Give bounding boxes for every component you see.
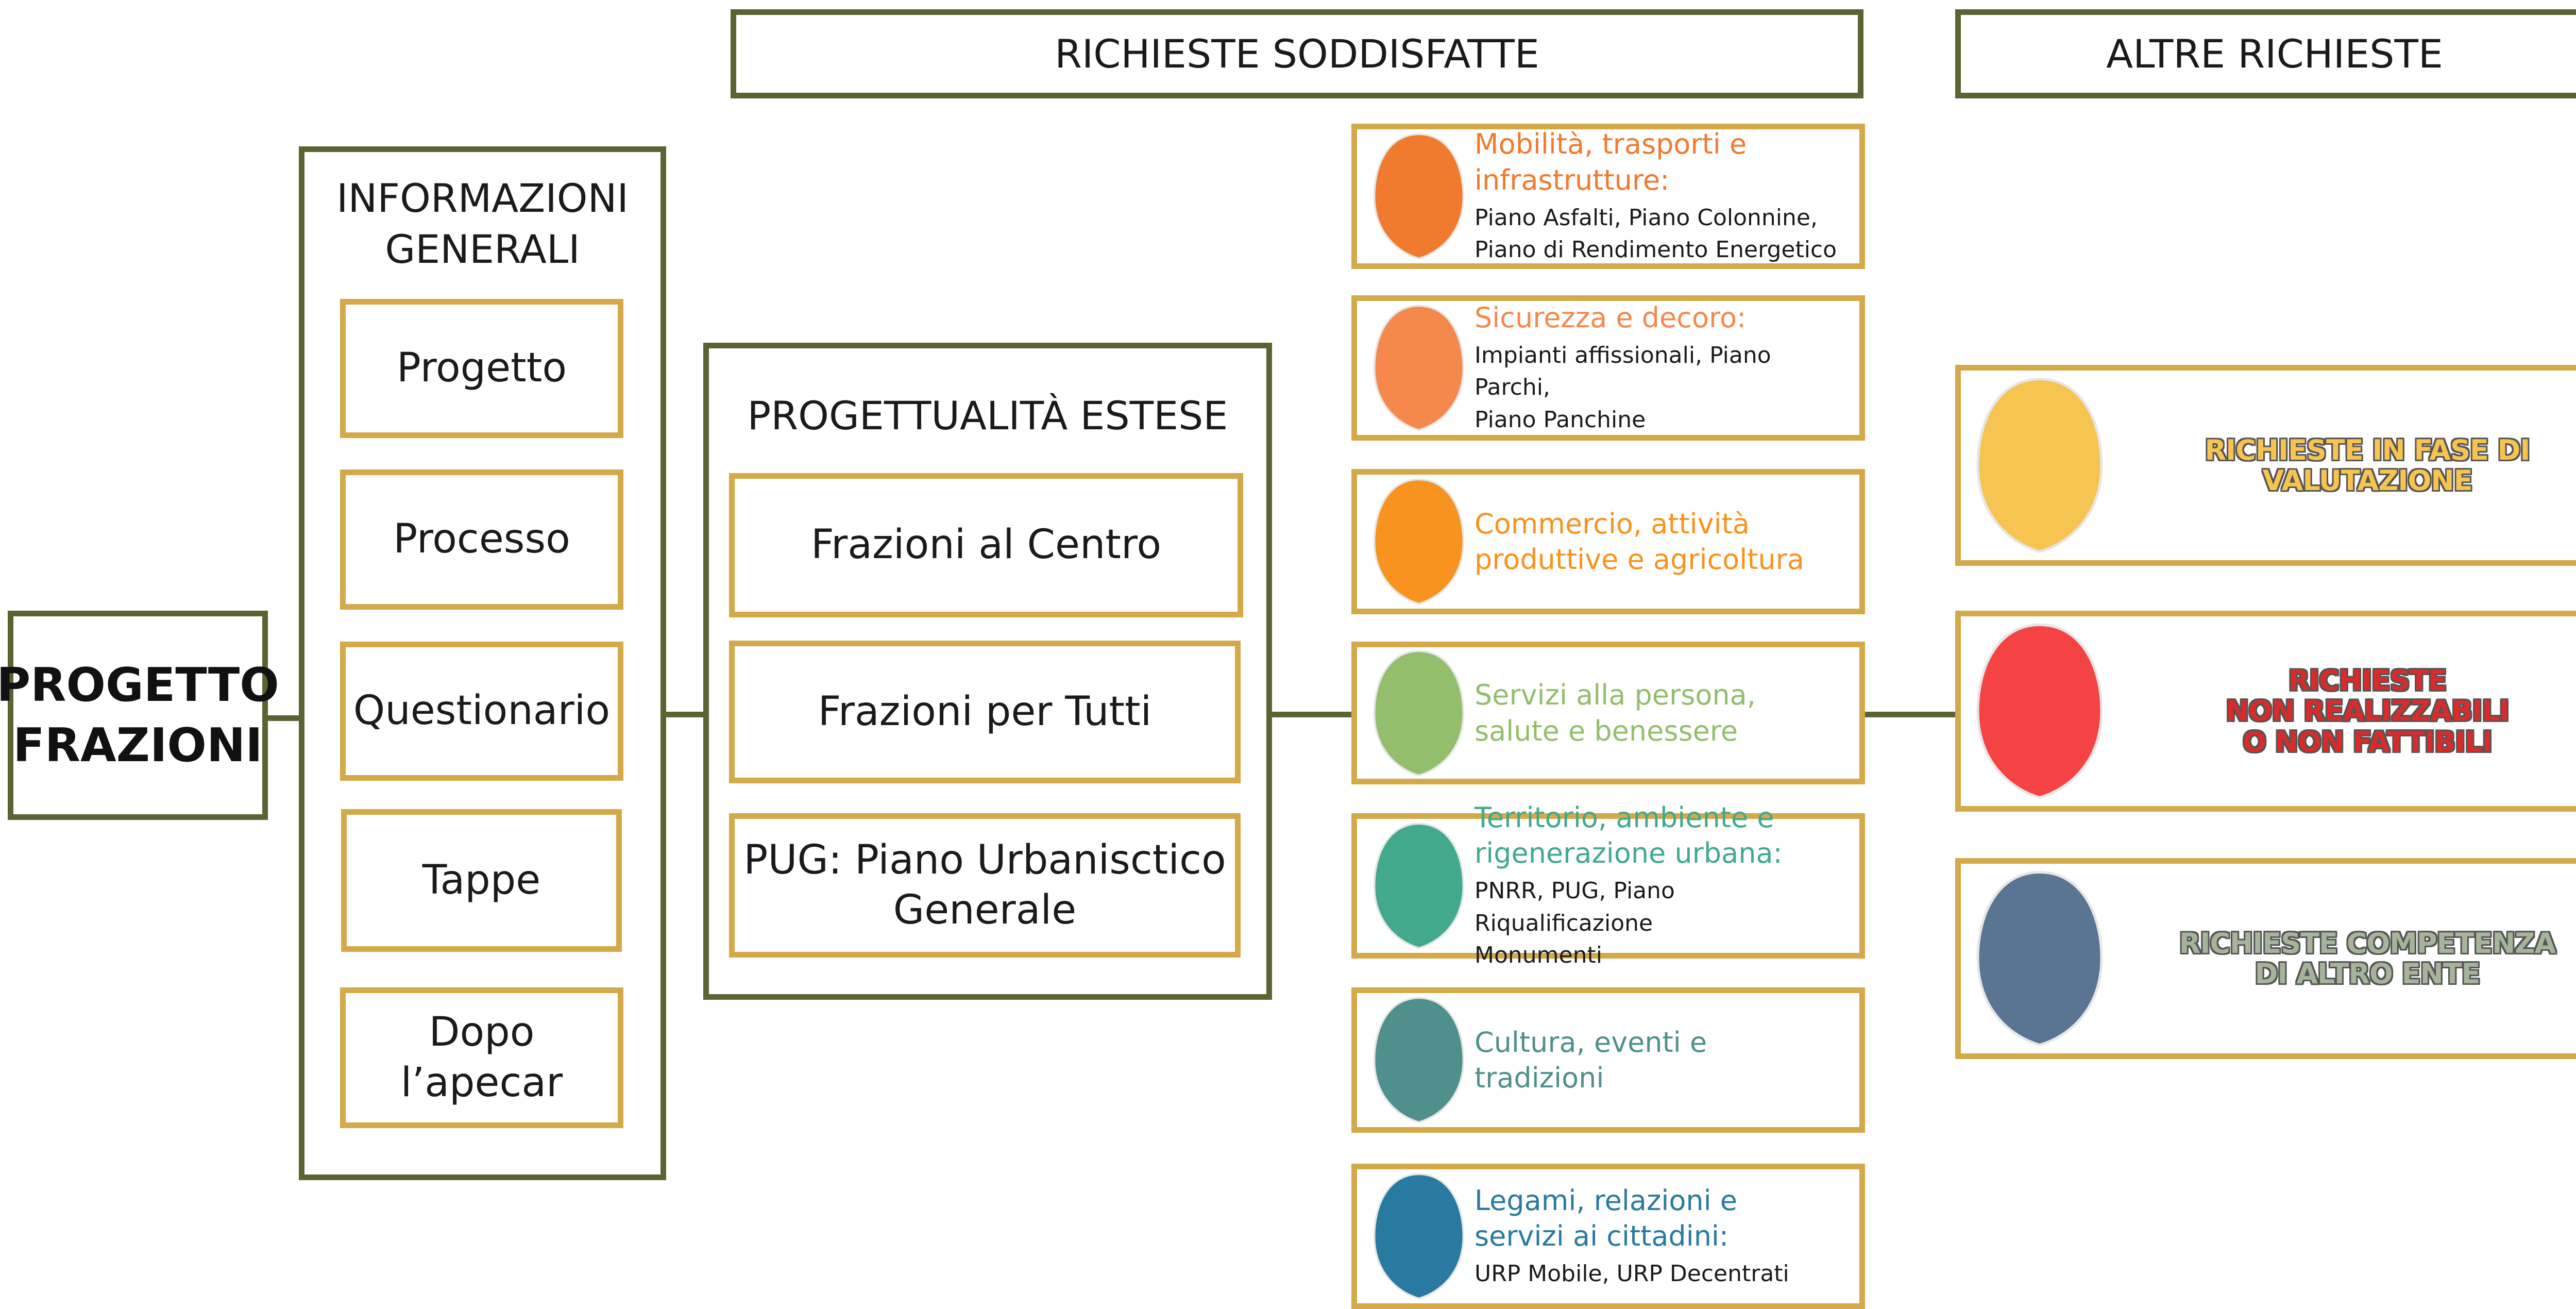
category-drop-icon [1373, 305, 1465, 431]
projects-panel-title: PROGETTUALITÀ ESTESE [747, 392, 1228, 439]
info-item-label: Processo [393, 516, 570, 563]
connector-info-projects [666, 712, 706, 717]
other-request-drop-icon [1976, 623, 2103, 799]
project-item-label: PUG: Piano Urbanisctico Generale [743, 836, 1226, 934]
info-item[interactable]: Dopo l’apecar [340, 987, 623, 1128]
category-drop-icon [1373, 133, 1465, 260]
other-request-drop-icon [1976, 377, 2103, 553]
category-details: PNRR, PUG, Piano Riqualificazione Monume… [1475, 878, 1675, 969]
project-item[interactable]: PUG: Piano Urbanisctico Generale [729, 813, 1241, 958]
info-item[interactable]: Progetto [340, 299, 623, 438]
category-details: Piano Asfalti, Piano Colonnine, Piano di… [1475, 204, 1837, 263]
satisfied-header: RICHIESTE SODDISFATTE [731, 9, 1863, 98]
info-item-label: Dopo l’apecar [400, 1009, 563, 1106]
other-request-label: RICHIESTE COMPETENZA DI ALTRO ENTE [2179, 927, 2556, 990]
other-request-label: RICHIESTE NON REALIZZABILI O NON FATTIBI… [2226, 664, 2510, 758]
root-label: PROGETTO FRAZIONI [0, 658, 279, 773]
project-item[interactable]: Frazioni per Tutti [729, 641, 1241, 783]
category-title: Territorio, ambiente e rigenerazione urb… [1475, 801, 1783, 870]
info-panel-title: INFORMAZIONI GENERALI [336, 175, 629, 272]
category-card[interactable]: Legami, relazioni e servizi ai cittadini… [1351, 1164, 1865, 1309]
other-request-card[interactable]: RICHIESTE IN FASE DI VALUTAZIONE [1955, 365, 2576, 566]
category-title: Servizi alla persona, salute e benessere [1475, 679, 1756, 747]
category-card[interactable]: Sicurezza e decoro: Impianti affissionali… [1351, 295, 1865, 441]
project-item-label: Frazioni al Centro [810, 522, 1162, 568]
connector-categories-other [1865, 712, 1958, 717]
category-card[interactable]: Cultura, eventi e tradizioni [1351, 987, 1865, 1133]
category-title: Legami, relazioni e servizi ai cittadini… [1475, 1184, 1737, 1252]
category-title: Sicurezza e decoro: [1475, 301, 1747, 334]
category-details: URP Mobile, URP Decentrati [1475, 1260, 1789, 1287]
info-item-label: Tappe [422, 857, 541, 903]
project-item-label: Frazioni per Tutti [818, 688, 1152, 735]
other-request-label: RICHIESTE IN FASE DI VALUTAZIONE [2205, 433, 2531, 497]
other-header: ALTRE RICHIESTE [1955, 9, 2576, 98]
category-drop-icon [1373, 478, 1465, 605]
category-drop-icon [1373, 1173, 1465, 1300]
category-card[interactable]: Mobilità, trasporti e infrastrutture: Pia… [1351, 124, 1865, 269]
category-title: Mobilità, trasporti e infrastrutture: [1475, 128, 1747, 196]
connector-root-info [267, 715, 301, 721]
connector-projects-categories [1270, 712, 1353, 717]
other-request-drop-icon [1976, 870, 2103, 1047]
category-title: Commercio, attività produttive e agricol… [1475, 507, 1804, 576]
other-request-card[interactable]: RICHIESTE NON REALIZZABILI O NON FATTIBI… [1955, 611, 2576, 812]
info-item[interactable]: Processo [340, 469, 623, 610]
root-node[interactable]: PROGETTO FRAZIONI [0, 611, 279, 820]
category-drop-icon [1373, 823, 1465, 949]
category-details: Impianti affissionali, Piano Parchi, Pia… [1475, 342, 1771, 433]
info-item-label: Progetto [396, 345, 567, 392]
category-drop-icon [1373, 997, 1465, 1123]
category-card[interactable]: Commercio, attività produttive e agricol… [1351, 469, 1865, 614]
category-card[interactable]: Territorio, ambiente e rigenerazione urb… [1351, 801, 1865, 968]
project-item[interactable]: Frazioni al Centro [729, 473, 1243, 617]
info-item[interactable]: Tappe [341, 809, 622, 952]
category-title: Cultura, eventi e tradizioni [1475, 1026, 1707, 1094]
info-item[interactable]: Questionario [340, 642, 623, 781]
category-drop-icon [1373, 650, 1465, 776]
other-request-card[interactable]: RICHIESTE COMPETENZA DI ALTRO ENTE [1955, 858, 2576, 1059]
category-card[interactable]: Servizi alla persona, salute e benessere [1351, 642, 1865, 784]
info-item-label: Questionario [353, 687, 611, 734]
